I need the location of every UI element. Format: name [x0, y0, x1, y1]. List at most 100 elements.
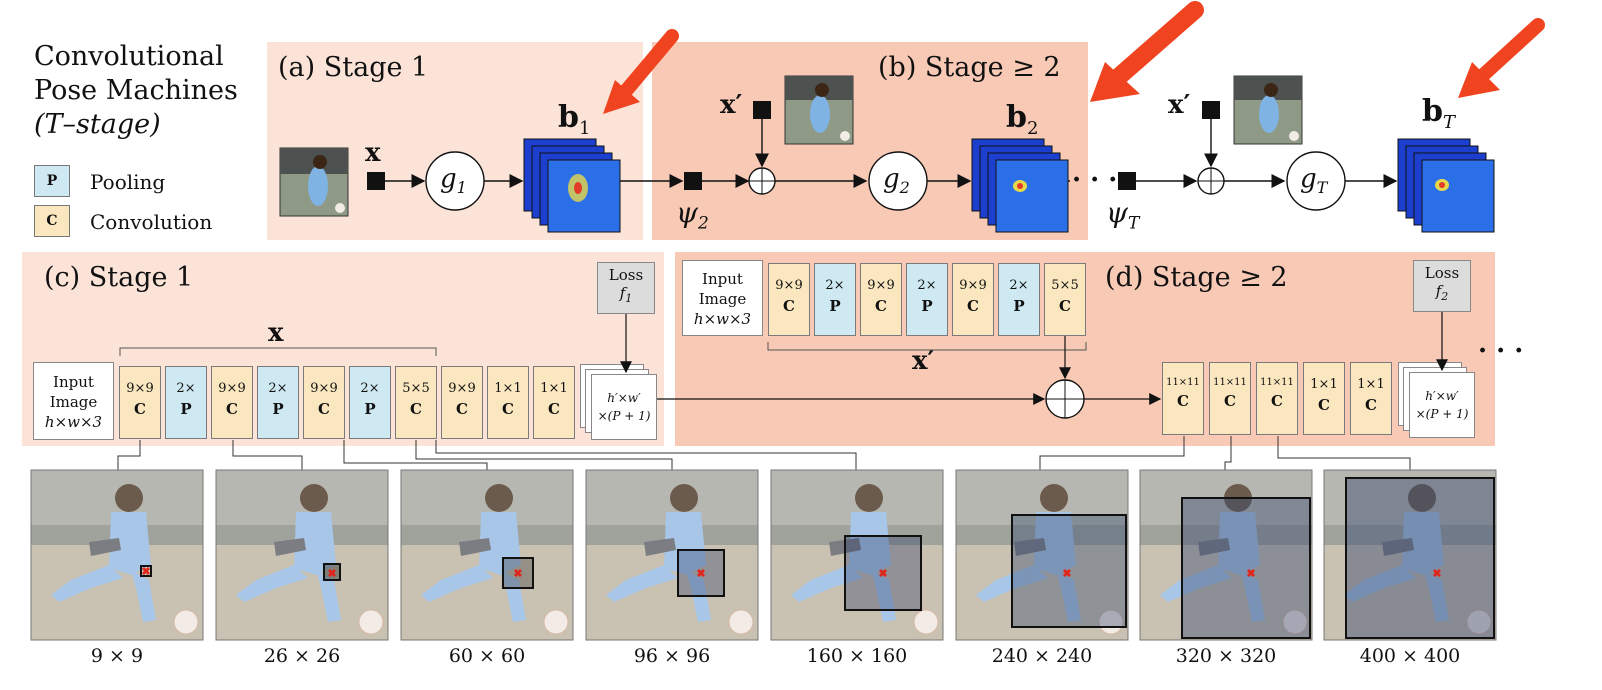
input-line: Image — [49, 393, 98, 411]
g1-symbol: g — [440, 164, 457, 194]
stage-c-loss: Loss f1 — [597, 262, 655, 314]
block-size: 11×11 — [1213, 377, 1247, 388]
thumbnail-6: ✖ — [955, 469, 1129, 641]
x-node — [367, 172, 385, 190]
block-size: 1×1 — [494, 381, 522, 396]
bT-symbol: b — [1422, 94, 1443, 129]
legend-pool-swatch: P — [34, 165, 70, 197]
psi2-label: ψ2 — [676, 196, 709, 234]
block-size: 9×9 — [775, 278, 803, 293]
thumbnail-1: ✖ — [30, 469, 204, 641]
receptive-field-caption-5: 160 × 160 — [806, 645, 908, 667]
stage-c-block-6: 2×P — [349, 366, 391, 439]
loss-f-sub: 1 — [625, 292, 633, 305]
receptive-field-caption-8: 400 × 400 — [1359, 645, 1461, 667]
input-photo-T — [1233, 75, 1303, 145]
stage-d-top-block-6: 2× P — [998, 263, 1040, 336]
block-type: C — [1271, 392, 1283, 410]
block-type: C — [875, 297, 887, 315]
block-type: C — [456, 400, 468, 418]
block-type: C — [502, 400, 514, 418]
block-size: 2× — [176, 381, 196, 396]
title-line: Pose Machines — [34, 75, 238, 106]
psiT-label: ψT — [1106, 196, 1139, 234]
block-type: C — [1177, 392, 1189, 410]
bT-label: bT — [1422, 94, 1455, 133]
g1-sub: 1 — [456, 178, 467, 198]
gT-symbol: g — [1300, 164, 1317, 194]
input-photo-b — [784, 75, 854, 145]
stage-b-label: (b) Stage ≥ 2 — [878, 52, 1061, 83]
receptive-field-caption-1: 9 × 9 — [90, 645, 144, 667]
block-type: C — [1224, 392, 1236, 410]
xprime-label-T: x′ — [1168, 90, 1191, 120]
g2-symbol: g — [883, 164, 900, 194]
block-type: C — [1365, 396, 1377, 414]
block-type: C — [548, 400, 560, 418]
input-line: h×w×3 — [44, 413, 103, 431]
psi2-symbol: ψ — [676, 196, 698, 229]
psi2-node — [684, 172, 702, 190]
output-line: ×(P + 1) — [597, 409, 651, 423]
block-size: 9×9 — [218, 381, 246, 396]
block-size: 2× — [360, 381, 380, 396]
svg-text:✖: ✖ — [1432, 567, 1441, 580]
block-size: 2× — [1009, 278, 1029, 293]
title-line: Convolutional — [34, 41, 224, 72]
receptive-field-caption-7: 320 × 320 — [1175, 645, 1277, 667]
thumbnail-2: ✖ — [215, 469, 389, 641]
b1-symbol: b — [558, 100, 579, 135]
input-line: h×w×3 — [693, 310, 752, 328]
stage-d-xprime-label: x′ — [912, 346, 935, 376]
thumbnail-3: ✖ — [400, 469, 574, 641]
b2-symbol: b — [1006, 100, 1027, 135]
input-line: Image — [698, 290, 747, 308]
xprime-label-b: x′ — [720, 90, 743, 120]
stage-c-output: h′×w′ ×(P + 1) — [591, 374, 657, 440]
stage-d-label: (d) Stage ≥ 2 — [1105, 262, 1288, 293]
svg-text:✖: ✖ — [141, 565, 150, 578]
output-line: h′×w′ — [1425, 389, 1459, 403]
block-size: 9×9 — [867, 278, 895, 293]
b2-sub: 2 — [1026, 118, 1039, 139]
block-size: 1×1 — [540, 381, 568, 396]
g2-label: g2 — [883, 164, 910, 197]
block-type: C — [1059, 297, 1071, 315]
block-size: 2× — [917, 278, 937, 293]
block-type: P — [1013, 297, 1025, 315]
belief-map-stack-bT — [1397, 138, 1495, 233]
input-photo-a — [279, 147, 349, 217]
loss-f: f — [1435, 282, 1442, 300]
x-label: x — [365, 138, 381, 168]
legend-pool-label: Pooling — [90, 170, 166, 194]
ellipsis-bottom: · · · — [1478, 336, 1524, 366]
receptive-field-caption-4: 96 × 96 — [633, 645, 711, 667]
block-type: P — [180, 400, 192, 418]
thumbnail-4: ✖ — [585, 469, 759, 641]
psi2-sub: 2 — [697, 213, 709, 234]
xprime-node-T — [1202, 101, 1220, 119]
stage-d-top-block-4: 2×P — [906, 263, 948, 336]
block-type: C — [967, 297, 979, 315]
b1-label: b1 — [558, 100, 590, 139]
block-size: 5×5 — [402, 381, 430, 396]
output-line: h′×w′ — [607, 391, 641, 405]
legend-conv-key: C — [46, 213, 58, 229]
loss-f: f — [619, 284, 626, 302]
loss-function: f2 — [1414, 282, 1470, 303]
stage-d-top-block-2: 2×P — [814, 263, 856, 336]
title-line: (T–stage) — [34, 109, 161, 140]
block-size: 2× — [825, 278, 845, 293]
stage-c-label: (c) Stage 1 — [44, 262, 194, 293]
input-line: Input — [702, 270, 743, 288]
belief-map-stack-b1 — [523, 138, 621, 233]
block-size: 2× — [268, 381, 288, 396]
